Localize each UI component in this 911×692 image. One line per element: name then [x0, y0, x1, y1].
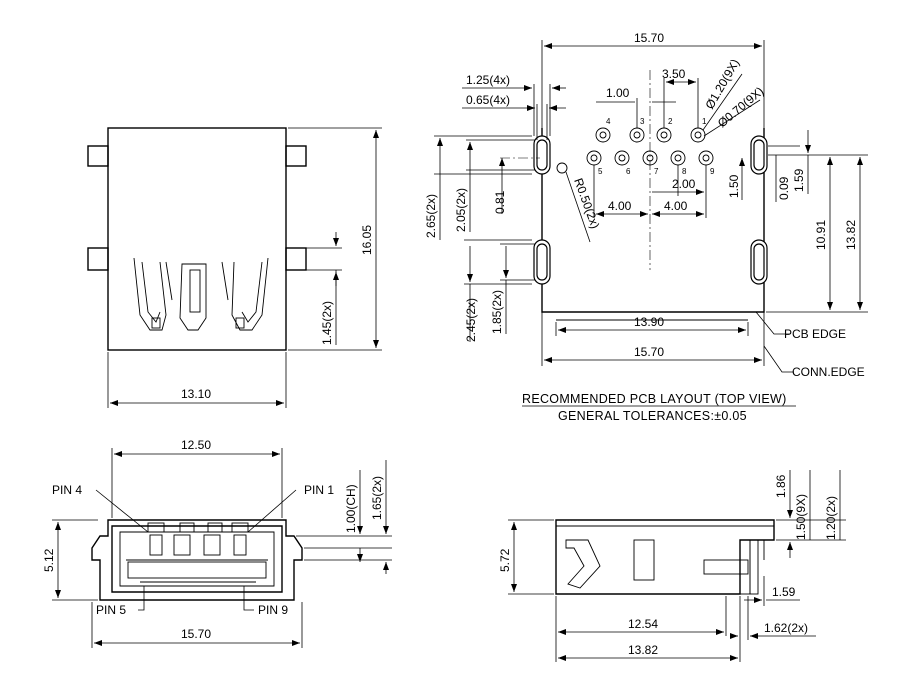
dim-265: 2.65(2x): [424, 194, 438, 238]
dim-side-1382: 13.82: [628, 643, 658, 657]
side-view-window: [633, 539, 655, 581]
peg-right-upper: [285, 145, 307, 167]
hole-3: [629, 127, 645, 143]
dim-pcb-top-width: 15.70: [634, 31, 664, 45]
dim-slot-125: 1.25(4x): [466, 73, 510, 87]
label-conn-edge: CONN.EDGE: [792, 365, 865, 379]
dim-top-height: 16.05: [360, 225, 374, 255]
hole-2: [656, 127, 672, 143]
dim-pcb-inner-width: 13.90: [634, 315, 664, 329]
dim-185: 1.85(2x): [490, 290, 504, 334]
pin-num-4: 4: [606, 117, 611, 126]
dim-side-120: 1.20(2x): [824, 496, 838, 540]
dim-081: 0.81: [493, 190, 507, 214]
pin-num-6: 6: [626, 167, 631, 176]
dim-1382: 13.82: [844, 220, 858, 250]
side-view-latch: [565, 539, 601, 589]
side-view: 5.72 1.86 1.50(9X) 1.20(2x) 1.59 12.54 1…: [498, 470, 846, 662]
pin-num-7: 7: [654, 167, 659, 176]
front-view: 12.50 15.70 5.12 1.00(CH) 1.65(2x) PIN 4…: [42, 438, 392, 648]
pin-num-9: 9: [710, 167, 715, 176]
dim-1091: 10.91: [814, 220, 828, 250]
dim-pitch-200: 2.00: [672, 177, 696, 191]
hole-4: [595, 127, 611, 143]
top-view-body: [107, 127, 287, 351]
dim-245: 2.45(2x): [464, 298, 478, 342]
side-view-pin: [703, 559, 749, 575]
pin-label-5: PIN 5: [96, 603, 126, 617]
contact-springs: [133, 257, 269, 331]
peg-right-lower: [285, 247, 307, 271]
top-view: 13.10 16.05 1.45(2x): [87, 127, 382, 408]
hole-6: [614, 150, 630, 166]
dim-pcb-bottom-width: 15.70: [634, 345, 664, 359]
dim-peg: 1.45(2x): [320, 301, 334, 345]
pin-num-3: 3: [640, 117, 645, 126]
pin-num-5: 5: [598, 167, 603, 176]
pin-label-4: PIN 4: [52, 483, 82, 497]
pin-num-8: 8: [682, 167, 687, 176]
dim-150: 1.50: [727, 174, 741, 198]
pcb-layout-title: RECOMMENDED PCB LAYOUT (TOP VIEW): [522, 392, 787, 406]
dim-side-186: 1.86: [774, 474, 788, 498]
dim-pitch-400b: 4.00: [664, 199, 688, 213]
dim-205: 2.05(2x): [454, 188, 468, 232]
hole-8: [670, 150, 686, 166]
dim-front-height: 5.12: [42, 548, 56, 572]
pin-num-1: 1: [702, 117, 707, 126]
front-view-tongue: [127, 561, 267, 579]
peg-left-lower: [87, 247, 109, 271]
label-pcb-edge: PCB EDGE: [784, 327, 846, 341]
dim-009: 0.09: [777, 176, 791, 200]
dim-pitch-400a: 4.00: [608, 199, 632, 213]
hole-5: [586, 150, 602, 166]
dim-side-150: 1.50(9X): [794, 494, 808, 540]
dim-slot-065: 0.65(4x): [466, 93, 510, 107]
dim-top-width: 13.10: [181, 387, 211, 401]
dim-side-height: 5.72: [498, 548, 512, 572]
dim-front-chamfer: 1.00(CH): [344, 484, 358, 533]
front-view-opening: [111, 525, 283, 593]
pin-label-1: PIN 1: [304, 483, 334, 497]
hole-1: [690, 127, 706, 143]
holes-top-row: [595, 127, 706, 143]
peg-left-upper: [87, 145, 109, 167]
dim-front-tab: 1.65(2x): [370, 476, 384, 520]
pcb-outline: [541, 128, 765, 313]
dim-pitch-100: 1.00: [606, 86, 630, 100]
front-view-shell: [91, 519, 303, 601]
dim-side-1254: 12.54: [628, 617, 658, 631]
dim-pitch-350: 3.50: [662, 67, 686, 81]
side-view-body: [555, 519, 775, 595]
dim-radius: R0.50(2x): [571, 176, 602, 230]
hole-9: [698, 150, 714, 166]
pin-num-2: 2: [668, 117, 673, 126]
pcb-layout: 1 2 3 4 5 6 7 8 9 15.70 3.50 1.00 1.25(4…: [424, 31, 868, 423]
pcb-layout-subtitle: GENERAL TOLERANCES:±0.05: [558, 409, 747, 423]
dim-side-159: 1.59: [772, 585, 796, 599]
dim-front-inner-width: 12.50: [181, 438, 211, 452]
pin-label-9: PIN 9: [258, 603, 288, 617]
dim-front-outer-width: 15.70: [181, 627, 211, 641]
dim-159: 1.59: [792, 168, 806, 192]
dim-side-162: 1.62(2x): [764, 621, 808, 635]
